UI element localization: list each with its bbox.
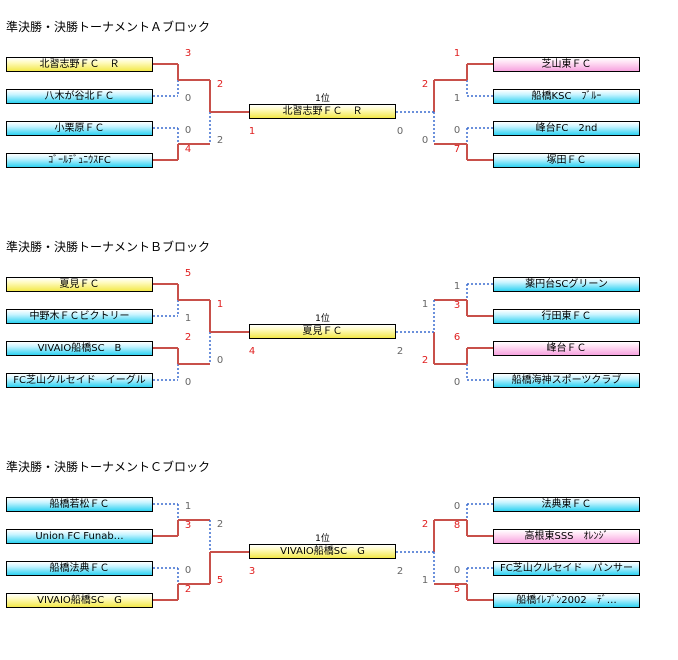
team-box[interactable]: VIVAIO船橋SC G bbox=[6, 593, 153, 608]
team-score: 5 bbox=[453, 584, 461, 595]
team-score: 7 bbox=[453, 144, 461, 155]
semi-score: 2 bbox=[216, 519, 224, 530]
team-score: 3 bbox=[453, 300, 461, 311]
team-box[interactable]: 船橋若松ＦＣ bbox=[6, 497, 153, 512]
final-score: 0 bbox=[396, 126, 404, 137]
team-score: 1 bbox=[453, 48, 461, 59]
rank-label: 1位 bbox=[315, 534, 330, 544]
semi-score: 2 bbox=[421, 79, 429, 90]
team-score: 0 bbox=[184, 125, 192, 136]
team-score: 0 bbox=[184, 565, 192, 576]
team-box[interactable]: FC芝山クルセイド パンサー bbox=[493, 561, 640, 576]
team-box[interactable]: 船橋法典ＦＣ bbox=[6, 561, 153, 576]
final-score: 2 bbox=[396, 346, 404, 357]
winner-box[interactable]: 夏見ＦＣ bbox=[249, 324, 396, 339]
team-box[interactable]: 峰台ＦＣ bbox=[493, 341, 640, 356]
team-box[interactable]: 塚田ＦＣ bbox=[493, 153, 640, 168]
team-score: 6 bbox=[453, 332, 461, 343]
team-score: 0 bbox=[453, 565, 461, 576]
team-score: 0 bbox=[453, 125, 461, 136]
team-box[interactable]: 北習志野ＦＣ Ｒ bbox=[6, 57, 153, 72]
team-box[interactable]: VIVAIO船橋SC B bbox=[6, 341, 153, 356]
team-box[interactable]: Union FC Funab… bbox=[6, 529, 153, 544]
block-title: 準決勝・決勝トーナメントＡブロック bbox=[6, 20, 211, 34]
team-score: 5 bbox=[184, 268, 192, 279]
team-score: 0 bbox=[453, 501, 461, 512]
semi-score: 1 bbox=[216, 299, 224, 310]
block-title: 準決勝・決勝トーナメントＢブロック bbox=[6, 240, 211, 254]
team-box[interactable]: ｺﾞｰﾙﾃﾞｭﾆｳｽFC bbox=[6, 153, 153, 168]
team-box[interactable]: 薬円台SCグリーン bbox=[493, 277, 640, 292]
block-title: 準決勝・決勝トーナメントＣブロック bbox=[6, 460, 211, 474]
final-score: 4 bbox=[248, 346, 256, 357]
team-box[interactable]: 中野木ＦＣビクトリー bbox=[6, 309, 153, 324]
team-box[interactable]: 峰台FC 2nd bbox=[493, 121, 640, 136]
semi-score: 2 bbox=[421, 519, 429, 530]
team-score: 8 bbox=[453, 520, 461, 531]
team-box[interactable]: 船橋KSC ﾌﾞﾙｰ bbox=[493, 89, 640, 104]
semi-score: 2 bbox=[216, 135, 224, 146]
bracket-lines bbox=[153, 63, 493, 161]
team-score: 0 bbox=[184, 93, 192, 104]
winner-box[interactable]: 北習志野ＦＣ Ｒ bbox=[249, 104, 396, 119]
bracket-lines bbox=[153, 503, 493, 601]
team-box[interactable]: 八木が谷北ＦＣ bbox=[6, 89, 153, 104]
semi-score: 0 bbox=[421, 135, 429, 146]
winner-box[interactable]: VIVAIO船橋SC G bbox=[249, 544, 396, 559]
final-score: 2 bbox=[396, 566, 404, 577]
team-score: 3 bbox=[184, 48, 192, 59]
team-score: 2 bbox=[184, 332, 192, 343]
team-box[interactable]: 芝山東ＦＣ bbox=[493, 57, 640, 72]
semi-score: 1 bbox=[421, 299, 429, 310]
team-score: 1 bbox=[453, 281, 461, 292]
final-score: 1 bbox=[248, 126, 256, 137]
team-score: 1 bbox=[184, 313, 192, 324]
semi-score: 1 bbox=[421, 575, 429, 586]
semi-score: 2 bbox=[216, 79, 224, 90]
semi-score: 2 bbox=[421, 355, 429, 366]
rank-label: 1位 bbox=[315, 94, 330, 104]
rank-label: 1位 bbox=[315, 314, 330, 324]
bracket-lines bbox=[153, 283, 493, 381]
final-score: 3 bbox=[248, 566, 256, 577]
semi-score: 0 bbox=[216, 355, 224, 366]
team-score: 1 bbox=[184, 501, 192, 512]
team-box[interactable]: 小栗原ＦＣ bbox=[6, 121, 153, 136]
team-score: 0 bbox=[184, 377, 192, 388]
team-box[interactable]: 法典東ＦＣ bbox=[493, 497, 640, 512]
team-box[interactable]: 行田東ＦＣ bbox=[493, 309, 640, 324]
semi-score: 5 bbox=[216, 575, 224, 586]
team-score: 4 bbox=[184, 144, 192, 155]
team-score: 2 bbox=[184, 584, 192, 595]
team-box[interactable]: 船橋ｲﾚﾌﾞﾝ2002 ﾃﾞ… bbox=[493, 593, 640, 608]
team-box[interactable]: 船橋海神スポーツクラブ bbox=[493, 373, 640, 388]
team-score: 0 bbox=[453, 377, 461, 388]
team-box[interactable]: FC芝山クルセイド イーグル bbox=[6, 373, 153, 388]
team-box[interactable]: 高根東SSS ｵﾚﾝｼﾞ bbox=[493, 529, 640, 544]
team-score: 3 bbox=[184, 520, 192, 531]
team-score: 1 bbox=[453, 93, 461, 104]
team-box[interactable]: 夏見ＦＣ bbox=[6, 277, 153, 292]
